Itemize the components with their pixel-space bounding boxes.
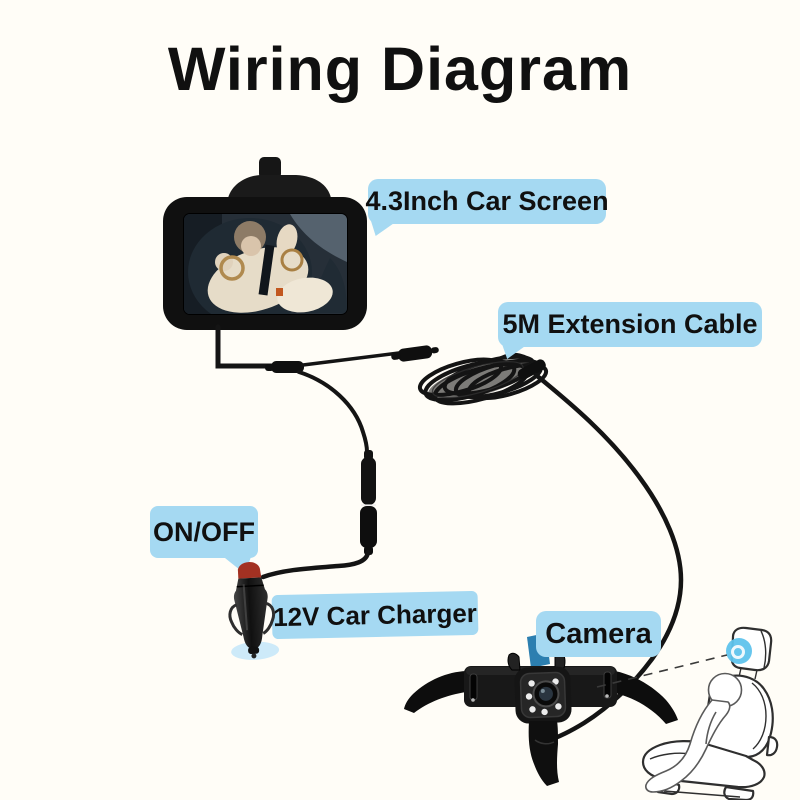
label-car-charger-text: 12V Car Charger — [272, 597, 478, 632]
inline-switch-connector — [260, 450, 377, 580]
camera-head — [514, 666, 572, 724]
screen-image-baby — [184, 214, 347, 314]
label-camera-text: Camera — [545, 617, 652, 650]
label-extension-cable-text: 5M Extension Cable — [502, 309, 758, 339]
extension-cable-coil — [391, 345, 549, 406]
coil-connector-right — [517, 359, 546, 380]
label-extension-cable: 5M Extension Cable — [498, 302, 762, 347]
seated-person-outline — [645, 672, 743, 793]
y-splitter-connector — [271, 361, 304, 373]
label-on-off-text: ON/OFF — [153, 516, 255, 547]
bottom-strap — [528, 721, 559, 786]
label-car-screen: 4.3Inch Car Screen — [365, 179, 609, 224]
monitor-illustration — [163, 157, 367, 330]
label-car-charger: 12V Car Charger — [271, 590, 479, 640]
camera-illustration — [404, 633, 678, 786]
coil-connector-left — [391, 345, 439, 362]
right-strap — [615, 671, 678, 724]
camera-position-ring — [731, 645, 745, 659]
page-title: Wiring Diagram — [167, 35, 633, 103]
suction-mount — [228, 157, 331, 198]
label-on-off: ON/OFF — [150, 506, 258, 558]
dashed-pointer-line — [596, 654, 728, 688]
camera-position-highlight — [726, 638, 752, 664]
power-cable — [215, 324, 401, 454]
car-seat-illustration — [641, 626, 779, 800]
mount-hook-left — [507, 652, 521, 671]
label-camera: Camera — [536, 611, 661, 657]
camera-cable — [533, 372, 684, 744]
left-strap — [404, 671, 466, 713]
label-car-screen-text: 4.3Inch Car Screen — [365, 186, 609, 216]
